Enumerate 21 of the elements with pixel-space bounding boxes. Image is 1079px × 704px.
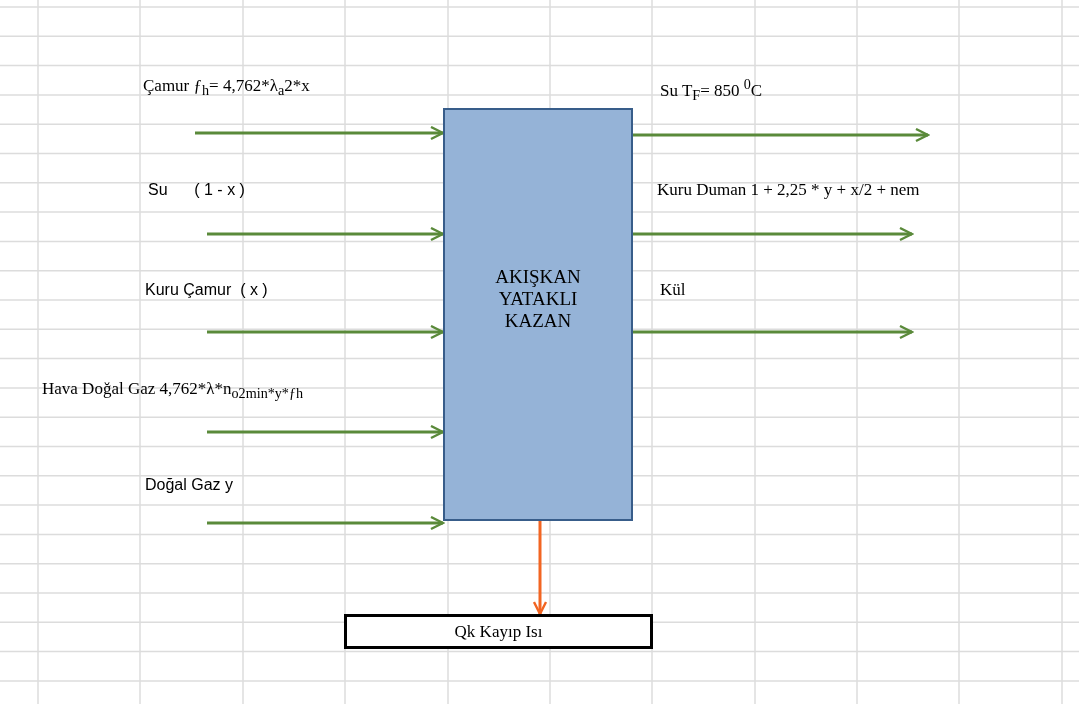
arrow (532, 521, 548, 616)
process-box (344, 614, 653, 649)
node-label: AKIŞKAN YATAKLI KAZAN (494, 266, 582, 332)
flow-label: Kuru Çamur ( x ) (145, 281, 268, 299)
flow-label: Doğal Gaz y (145, 476, 234, 494)
arrow (633, 324, 914, 340)
flow-label: Kül (660, 280, 686, 300)
arrow (633, 226, 914, 242)
node-label: Qk Kayıp Isı (454, 621, 543, 642)
arrow (207, 324, 445, 340)
arrow (633, 127, 930, 143)
arrow (195, 125, 445, 141)
flow-label: Hava Doğal Gaz 4,762*λ*n$_{o2min*y*ƒh}$ (42, 379, 304, 403)
flow-label: Çamur ƒ$_{h}$= 4,762*λ$_{a}$2*x (143, 76, 310, 100)
flow-label: Su T$_{F}$= 850 $^{0}$C (660, 76, 763, 105)
flow-label: Su ( 1 - x ) (148, 181, 245, 199)
arrow (207, 424, 445, 440)
process-box (443, 108, 633, 521)
flow-label: Kuru Duman 1 + 2,25 * y + x/2 + nem (657, 180, 920, 200)
arrow (207, 226, 445, 242)
arrow (207, 515, 445, 531)
